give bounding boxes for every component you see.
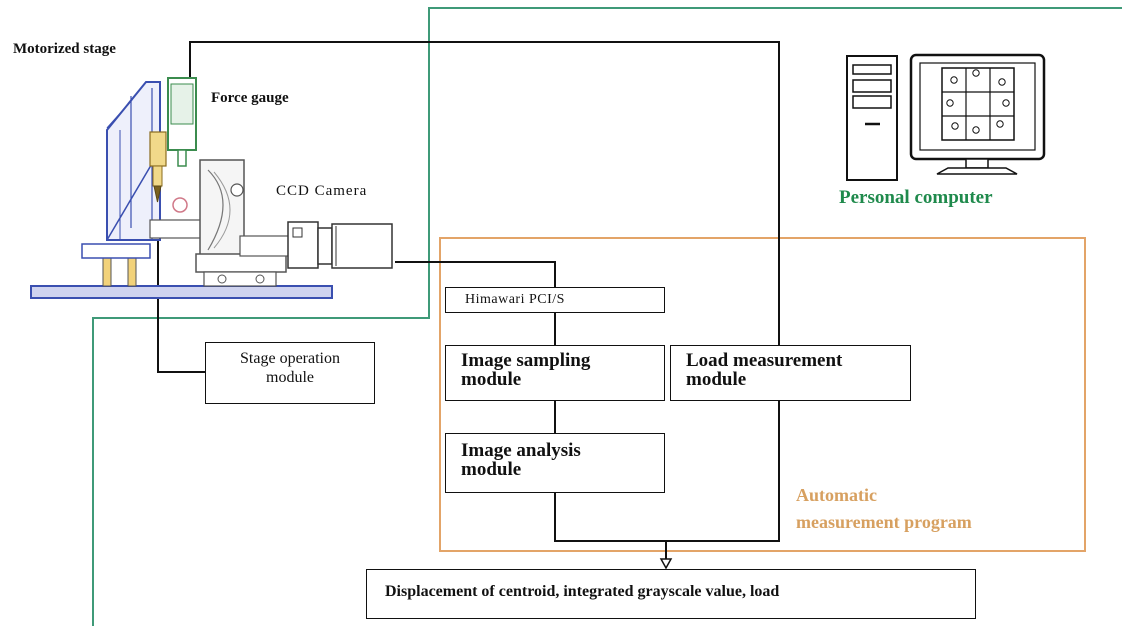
apparatus-drawing bbox=[30, 77, 393, 299]
force-gauge-label: Force gauge bbox=[211, 90, 289, 106]
program-label-line2: measurement program bbox=[796, 512, 972, 532]
pc-boundary bbox=[92, 7, 1122, 626]
stage-operation-box: Stage operation module bbox=[205, 342, 375, 404]
force-gauge-wire bbox=[189, 41, 780, 345]
image-analysis-line1: Image analysis bbox=[461, 440, 581, 461]
image-analysis-box: Image analysis module bbox=[445, 433, 665, 493]
load-measurement-box: Load measurement module bbox=[670, 345, 911, 401]
image-analysis-line2: module bbox=[461, 459, 522, 480]
stage-operation-line1: Stage operation bbox=[240, 350, 340, 367]
himawari-box: Himawari PCI/S bbox=[445, 287, 665, 313]
personal-computer-drawing bbox=[846, 53, 1046, 181]
stage-operation-line2: module bbox=[266, 369, 314, 386]
image-sampling-line1: Image sampling bbox=[461, 350, 591, 371]
stage-operation-wire bbox=[157, 200, 205, 373]
camera-wire bbox=[395, 261, 556, 287]
program-boundary bbox=[439, 237, 1086, 552]
output-arrowhead bbox=[659, 558, 673, 570]
load-measurement-line2: module bbox=[686, 369, 747, 390]
program-label-line1: Automatic bbox=[796, 485, 877, 505]
image-sampling-line2: module bbox=[461, 369, 522, 390]
himawari-label: Himawari PCI/S bbox=[465, 292, 565, 307]
ccd-camera-label: CCD Camera bbox=[276, 183, 368, 199]
load-measurement-line1: Load measurement bbox=[686, 350, 843, 371]
motorized-stage-label: Motorized stage bbox=[13, 41, 116, 57]
personal-computer-label: Personal computer bbox=[839, 187, 993, 208]
output-box: Displacement of centroid, integrated gra… bbox=[366, 569, 976, 619]
output-label: Displacement of centroid, integrated gra… bbox=[385, 583, 780, 600]
image-sampling-box: Image sampling module bbox=[445, 345, 665, 401]
